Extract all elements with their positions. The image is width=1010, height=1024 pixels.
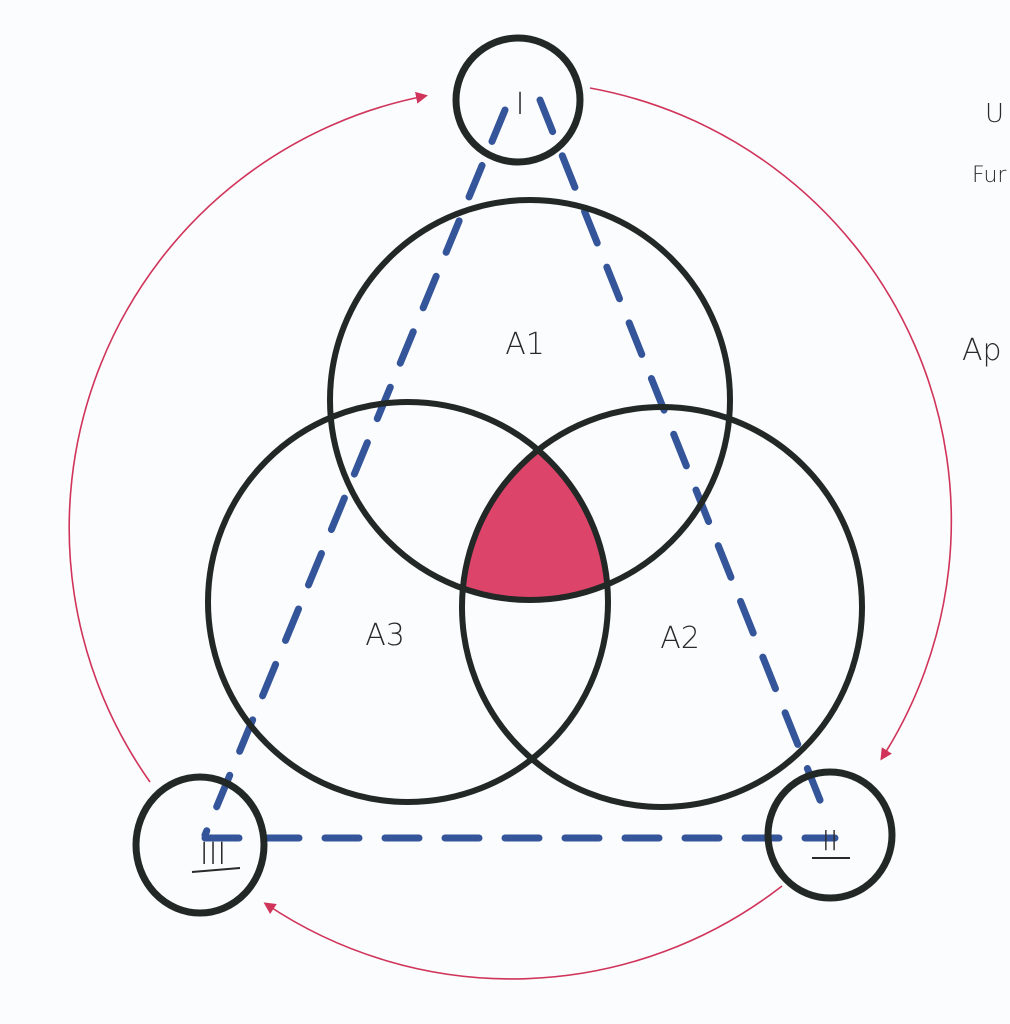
set-A3-circle [205, 399, 611, 805]
link-I-II [536, 96, 832, 824]
set-A1-label: A1 [505, 327, 545, 362]
set-A3-label: A3 [365, 618, 405, 653]
arrow-II-to-III [263, 885, 783, 980]
dashed-links [201, 96, 839, 842]
arrow-III-to-I [68, 91, 428, 783]
set-A1-circle [327, 197, 733, 603]
side-note-3: Ap [962, 333, 1002, 368]
cycle-arrows [68, 87, 953, 980]
set-A2-label: A2 [660, 621, 700, 656]
node-II-circle [764, 768, 896, 902]
node-I-circle [452, 34, 584, 166]
node-II-label: II [822, 824, 839, 857]
node-III-circle [132, 773, 268, 917]
node-I-label: I [516, 87, 525, 122]
set-A2-circle [459, 404, 865, 810]
side-note-1: U [985, 99, 1004, 129]
side-note-2: Fur [972, 163, 1007, 188]
arrow-I-to-II [589, 87, 953, 761]
link-I-III [201, 106, 509, 839]
node-III-label: III [200, 837, 227, 872]
node-III-underline [191, 867, 241, 873]
